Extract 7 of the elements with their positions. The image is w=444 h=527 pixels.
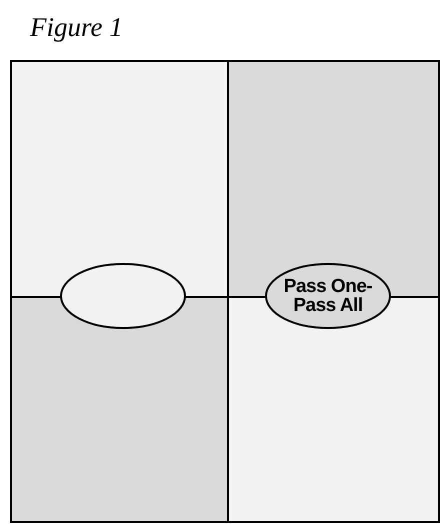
quadrant-box [10, 60, 229, 298]
quadrant-box [10, 296, 229, 523]
oval-label: Pass One- Pass All [282, 277, 374, 315]
quadrant-box [227, 296, 440, 523]
oval [60, 263, 186, 329]
figure-title: Figure 1 [30, 12, 123, 43]
quadrant-box [227, 60, 440, 298]
